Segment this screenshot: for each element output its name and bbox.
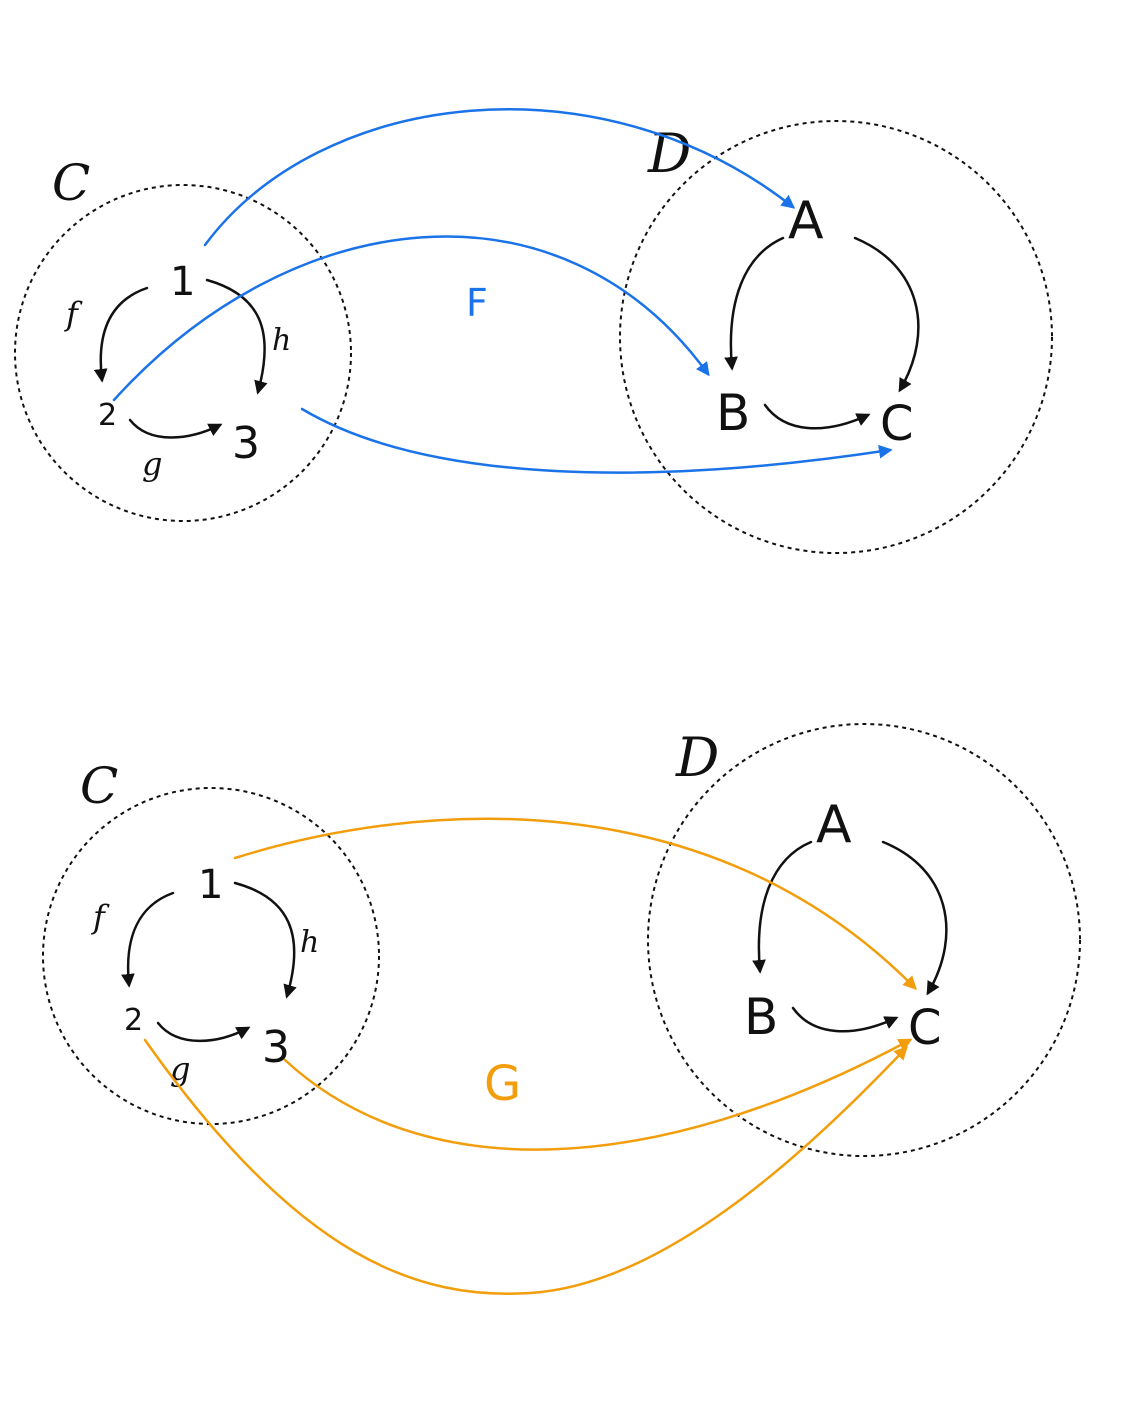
top-morphism-f-label: f	[64, 295, 83, 333]
bottom-source-category-label: C	[80, 757, 118, 815]
top-source-boundary	[14, 184, 352, 522]
top-morphism-h-arrow	[205, 278, 268, 395]
top-object-B: B	[716, 384, 750, 442]
top-morphism-f-arrow	[93, 286, 149, 383]
functor-G-mapping: G	[143, 817, 917, 1295]
bottom-source-category: C 1 2 3 f h g	[42, 757, 380, 1125]
bottom-arrow-A-to-B	[752, 840, 813, 974]
top-object-1: 1	[170, 259, 195, 305]
G-arrow-1-to-C	[233, 817, 917, 990]
top-source-category: C 1 2 3 f h g	[14, 154, 352, 522]
top-morphism-g-arrow	[128, 418, 223, 439]
bottom-object-A: A	[816, 795, 852, 855]
top-diagram: C 1 2 3 f h g D A B C F	[14, 108, 1053, 554]
bottom-morphism-h-label: h	[300, 925, 319, 960]
bottom-object-C: C	[908, 1000, 942, 1056]
G-arrow-2-to-C	[143, 1038, 908, 1295]
bottom-morphism-f-arrow	[121, 891, 175, 988]
F-arrow-2-to-B	[112, 235, 710, 402]
top-morphism-g-label: g	[142, 445, 162, 483]
top-arrow-A-to-B	[724, 236, 785, 371]
bottom-source-boundary	[42, 787, 380, 1125]
bottom-object-B: B	[744, 988, 778, 1046]
bottom-target-category-label: D	[675, 726, 719, 789]
G-arrow-3-to-C	[283, 1038, 913, 1151]
top-object-A: A	[788, 191, 824, 251]
top-morphism-h-label: h	[272, 323, 291, 358]
top-object-2: 2	[98, 398, 117, 433]
functor-F-label: F	[466, 281, 488, 325]
bottom-target-boundary	[647, 723, 1081, 1157]
functor-G-label: G	[484, 1056, 521, 1112]
bottom-morphism-f-label: f	[91, 898, 110, 936]
F-arrow-3-to-C	[300, 407, 893, 474]
top-object-3: 3	[232, 418, 260, 469]
bottom-morphism-g-arrow	[156, 1021, 251, 1043]
bottom-object-1: 1	[198, 862, 223, 908]
bottom-morphism-g-label: g	[170, 1050, 190, 1088]
bottom-object-3: 3	[262, 1022, 290, 1073]
top-object-C: C	[880, 396, 914, 452]
top-target-category: D A B C	[619, 120, 1053, 554]
bottom-object-2: 2	[124, 1003, 143, 1038]
top-source-category-label: C	[52, 154, 90, 212]
top-arrow-B-to-C	[763, 403, 871, 430]
top-target-boundary	[619, 120, 1053, 554]
bottom-arrow-B-to-C	[791, 1006, 899, 1033]
bottom-target-category: D A B C	[647, 723, 1081, 1157]
functor-F-mapping: F	[112, 108, 893, 474]
bottom-diagram: C 1 2 3 f h g D A B C G	[42, 723, 1081, 1295]
bottom-morphism-h-arrow	[233, 881, 297, 999]
top-arrow-A-to-C	[853, 236, 920, 393]
F-arrow-1-to-A	[203, 108, 796, 247]
bottom-arrow-A-to-C	[881, 840, 948, 996]
